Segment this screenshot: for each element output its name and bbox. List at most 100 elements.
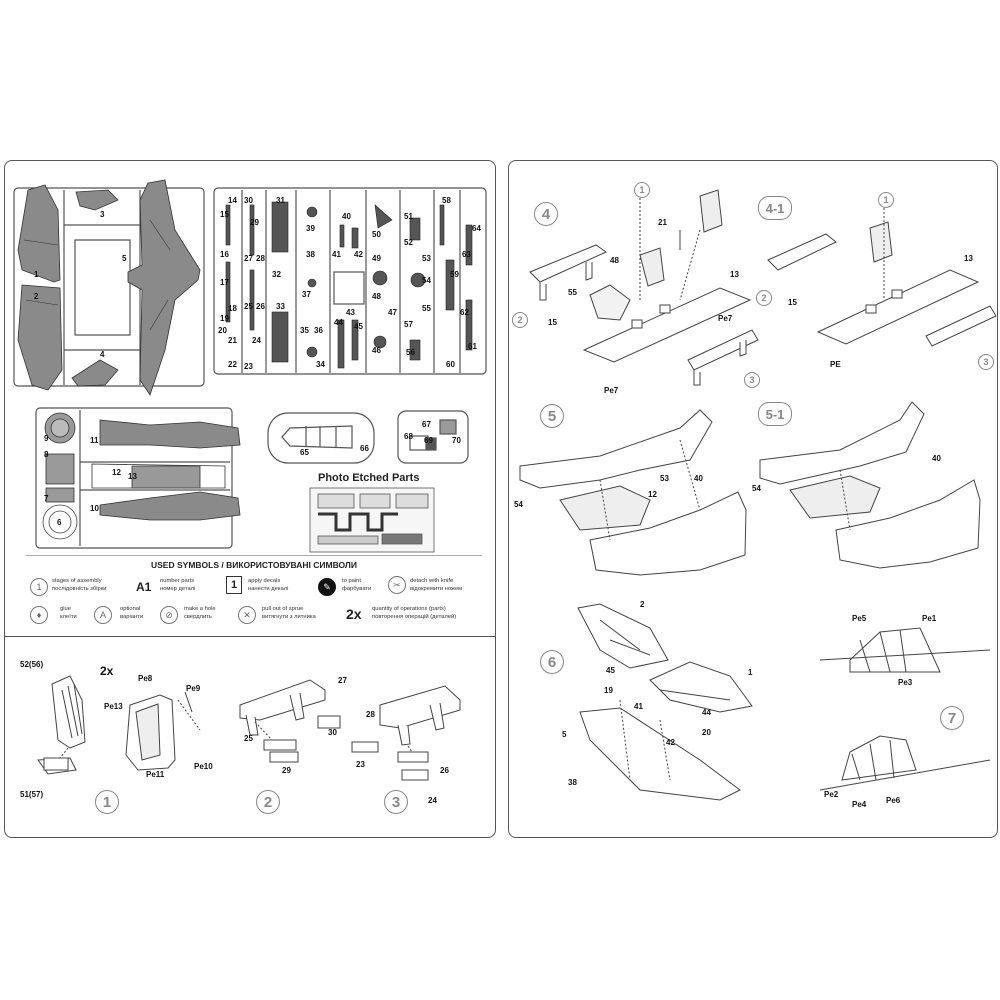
decal-box-icon: 1 — [226, 576, 242, 594]
step6-part-label: 19 — [604, 686, 613, 695]
part-number: 35 — [300, 326, 309, 335]
part-number: 5 — [122, 254, 127, 263]
step41-callout-3: 3 — [978, 354, 994, 370]
sprue-a-panel-lines — [23, 219, 171, 331]
step4-part-label: Pe7 — [718, 314, 733, 323]
step5-part-label: 53 — [660, 474, 669, 483]
step2-drawing — [239, 679, 341, 763]
part-number: 28 — [256, 254, 265, 263]
part-number: 46 — [372, 346, 381, 355]
legend-qty-ua: повторення операцій (деталей) — [372, 614, 457, 620]
part-number: 36 — [314, 326, 323, 335]
legend-glue-ua: клеїти — [60, 614, 77, 620]
sprue-a-parts — [17, 179, 201, 396]
legend-decals-ua: нанести декалі — [248, 586, 289, 592]
part-number: 45 — [354, 322, 363, 331]
step1-part-label: 51(57) — [20, 790, 44, 799]
legend-number-en: number parts — [160, 578, 195, 584]
legend-paint-ua: фарбувати — [342, 586, 372, 592]
part-number: 39 — [306, 224, 315, 233]
part-number: 63 — [462, 250, 471, 259]
legend-pull-en: pull out of sprue — [262, 606, 304, 612]
steps-1-3-panel — [4, 636, 496, 838]
step5-part-label: 12 — [648, 490, 657, 499]
step1-drawing — [37, 675, 201, 775]
part-number: 30 — [244, 196, 253, 205]
step2-part-label: 29 — [282, 766, 291, 775]
part-number: 24 — [252, 336, 261, 345]
step41-callout-2: 2 — [756, 290, 772, 306]
knife-icon: ✂ — [388, 576, 406, 594]
part-number: 9 — [44, 434, 49, 443]
part-number: 64 — [472, 224, 481, 233]
step41-callout-1: 1 — [878, 192, 894, 208]
part-number: 4 — [100, 350, 105, 359]
step6-part-label: 2 — [640, 600, 645, 609]
part-number: 67 — [422, 420, 431, 429]
part-number: 16 — [220, 250, 229, 259]
step-5-badge: 5 — [540, 404, 564, 428]
step-2-badge: 2 — [256, 790, 280, 814]
part-number: 3 — [100, 210, 105, 219]
step6-part-label: 42 — [666, 738, 675, 747]
step7-part-label: Pe6 — [886, 796, 901, 805]
step41-part-label: PE — [830, 360, 841, 369]
legend-paint-en: to paint — [342, 578, 362, 584]
step51-part-label: 54 — [752, 484, 761, 493]
step4-part-label: 21 — [658, 218, 667, 227]
part-number: 65 — [300, 448, 309, 457]
part-number: 53 — [422, 254, 431, 263]
legend-glue-en: glue — [60, 606, 71, 612]
sprue-c — [35, 407, 233, 549]
paint-brush-icon: ✎ — [318, 578, 336, 596]
part-number: 38 — [306, 250, 315, 259]
part-number: 55 — [422, 304, 431, 313]
step41-part-label: 15 — [788, 298, 797, 307]
part-number: 7 — [44, 494, 49, 503]
step1-part-label: Pe11 — [146, 770, 165, 779]
part-number: 50 — [372, 230, 381, 239]
step6-part-label: 1 — [748, 668, 753, 677]
step7-drawing — [819, 627, 991, 791]
drill-hole-icon: ⊘ — [160, 606, 178, 624]
step1-part-label: 52(56) — [20, 660, 44, 669]
step4-callout-1: 1 — [634, 182, 650, 198]
part-number: 15 — [220, 210, 229, 219]
part-number: 11 — [90, 436, 99, 445]
step1-part-label: Pe13 — [104, 702, 123, 711]
step4-part-label: 13 — [730, 270, 739, 279]
step3-part-label: 23 — [356, 760, 365, 769]
step1-part-label: Pe9 — [186, 684, 201, 693]
legend-knife-en: detach with knife — [410, 578, 454, 584]
step6-part-label: 20 — [702, 728, 711, 737]
part-number: 6 — [57, 518, 62, 527]
step4-callout-2: 2 — [512, 312, 528, 328]
step4-part-label: Pe7 — [604, 386, 619, 395]
step4-part-label: 15 — [548, 318, 557, 327]
step1-part-label: Pe8 — [138, 674, 153, 683]
part-number: 27 — [244, 254, 253, 263]
part-number: 23 — [244, 362, 253, 371]
part-number: 22 — [228, 360, 237, 369]
step2-part-label: 25 — [244, 734, 253, 743]
step6-part-label: 5 — [562, 730, 567, 739]
part-number: 68 — [404, 432, 413, 441]
stage-circle-icon: 1 — [30, 578, 48, 596]
step4-part-label: 55 — [568, 288, 577, 297]
part-number: 58 — [442, 196, 451, 205]
step5-part-label: 54 — [514, 500, 523, 509]
step51-part-label: 40 — [932, 454, 941, 463]
part-number: 8 — [44, 450, 49, 459]
legend-decals-en: apply decals — [248, 578, 281, 584]
step6-part-label: 44 — [702, 708, 711, 717]
part-number: 18 — [228, 304, 237, 313]
step1-part-label: Pe10 — [194, 762, 213, 771]
step1-quantity: 2x — [100, 664, 114, 678]
legend-pull-ua: витягнути з литника — [262, 614, 316, 620]
step3-part-label: 26 — [440, 766, 449, 775]
part-number: 37 — [302, 290, 311, 299]
part-number: 57 — [404, 320, 413, 329]
step51-drawing — [759, 401, 981, 569]
photo-etched-title: Photo Etched Parts — [318, 472, 420, 484]
